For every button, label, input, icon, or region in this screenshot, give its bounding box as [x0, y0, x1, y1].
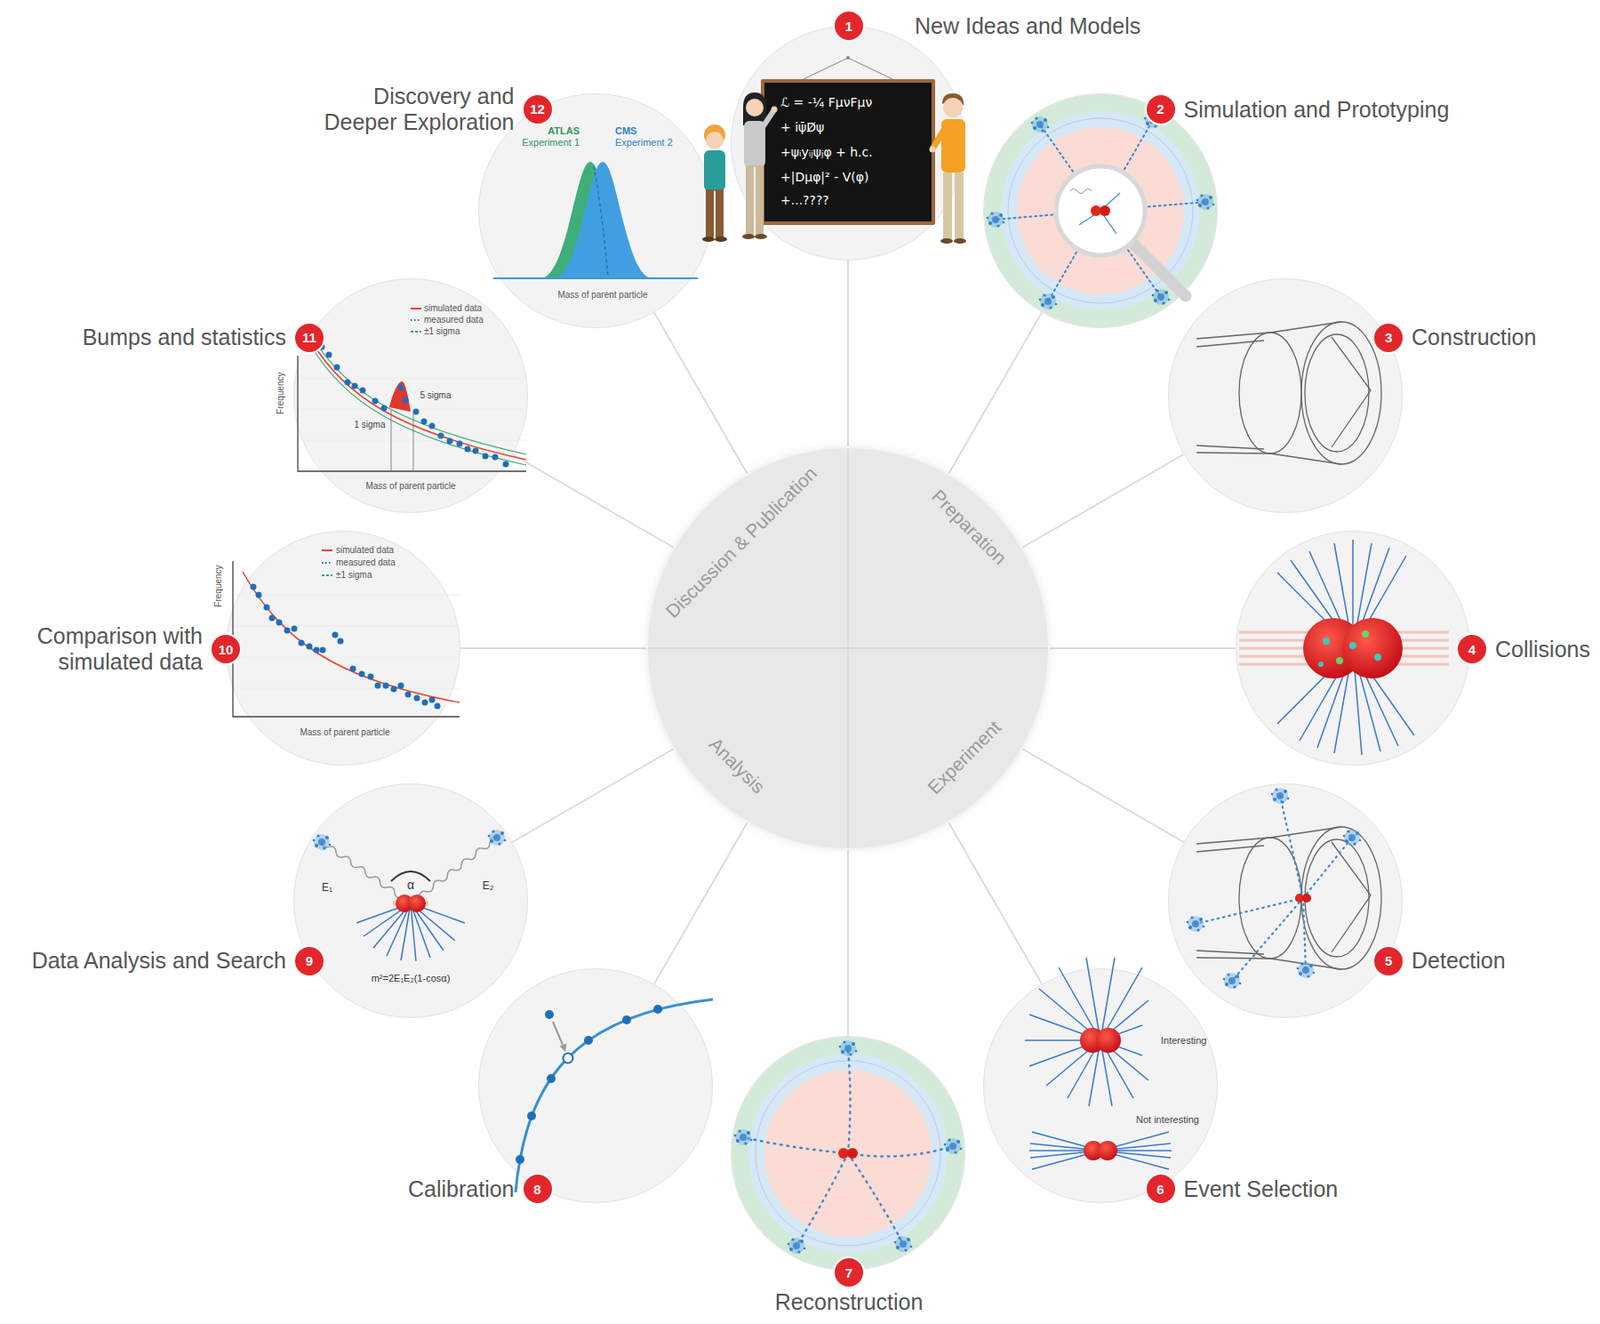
illustration-label: Experiment 2 [615, 136, 673, 149]
step-circle: 2Simulation and Prototyping [983, 93, 1218, 328]
step-circle: 6Event Selection [983, 968, 1218, 1203]
illustration-label: α [407, 877, 415, 892]
step-title: Collisions [1495, 636, 1591, 663]
phase-hub: Discussion & Publication PreparationAnaly… [646, 446, 1050, 850]
illustration-label: Mass of parent particle [365, 480, 456, 492]
callout-number: 3 [1372, 321, 1405, 354]
legend-text: ±1 sigma [336, 569, 373, 581]
step-title: Discovery and Deeper Exploration [319, 83, 515, 136]
illustration-label: E₁ [321, 881, 333, 895]
illustration-label: +...???? [780, 192, 830, 208]
illustration-label: Experiment 1 [521, 136, 580, 149]
person-child [705, 131, 724, 150]
step-title: Comparison with simulated data [7, 623, 203, 675]
spoke-line [1023, 749, 1184, 842]
callout-number: 7 [832, 1256, 865, 1288]
legend-text: ±1 sigma [424, 326, 461, 337]
step-circle: 8Calibration [478, 968, 713, 1203]
spoke-line [949, 823, 1042, 984]
step-title: Reconstruction [775, 1288, 924, 1315]
illustration-label: +ψᵢyᵢⱼψⱼφ + h.c. [780, 144, 873, 160]
person-child [704, 124, 726, 146]
callout-number: 9 [293, 944, 326, 977]
step-title: Bumps and statistics [82, 324, 287, 351]
person-man [953, 238, 967, 244]
illustration-label: Mass of parent particle [299, 727, 390, 738]
step-title: New Ideas and Models [914, 13, 1141, 40]
callout-number: 4 [1456, 632, 1488, 665]
illustration-label: Frequency [213, 564, 224, 607]
spoke-line [847, 849, 849, 1036]
person-man [940, 238, 953, 244]
spoke-line [460, 647, 647, 649]
step-title: Calibration [408, 1176, 515, 1202]
illustration-label: 1 sigma [353, 419, 385, 431]
illustration-label: 5 sigma [419, 390, 451, 401]
illustration-label: Interesting [1160, 1034, 1207, 1047]
callout-number: 1 [832, 9, 865, 42]
callout-number: 11 [293, 321, 326, 354]
step-circle: 3Construction [1168, 278, 1403, 513]
legend-text: simulated data [424, 303, 482, 314]
step-circle: 5Detection [1168, 783, 1403, 1018]
step-title: Simulation and Prototyping [1184, 96, 1450, 123]
step-title: Detection [1411, 947, 1506, 974]
legend-text: measured data [336, 557, 396, 568]
illustration-label: Frequency [275, 371, 287, 414]
step-circle: 7Reconstruction [730, 1035, 966, 1271]
spoke-line [512, 748, 673, 842]
spoke-line [1023, 454, 1184, 547]
illustration-label: +|Dμφ|² - V(φ) [780, 169, 869, 184]
illustration-label: CMS [615, 125, 637, 137]
illustration-label: + iψ̄D̸ψ [780, 120, 824, 135]
step-title: Data Analysis and Search [32, 947, 287, 974]
step-circle: 4Collisions [1235, 530, 1471, 766]
person-woman [754, 233, 768, 240]
reconstruction-illustration [731, 1036, 965, 1270]
illustration-label: E₂ [482, 880, 495, 893]
legend-text: simulated data [336, 544, 394, 556]
reconstruction-illustration [731, 1036, 965, 1270]
phase-label: Analysis [704, 733, 769, 798]
spoke-line [654, 823, 747, 984]
illustration-label: Not interesting [1136, 1113, 1200, 1126]
callout-number: 8 [521, 1172, 554, 1205]
legend-text: measured data [424, 314, 484, 326]
person-woman [742, 233, 755, 240]
person-child [714, 236, 728, 242]
spoke-line [847, 260, 849, 447]
step-title: Event Selection [1184, 1176, 1339, 1202]
person-child [715, 189, 724, 238]
phase-label: Preparation [927, 485, 1011, 569]
illustration-label: m²=2E₁E₂(1-cosα) [371, 972, 451, 984]
step-circle: 11Bumps and statistics [293, 278, 528, 513]
spoke-line [512, 454, 673, 548]
step-circle: 1New Ideas and Models [730, 25, 966, 261]
illustration-label: ATLAS [547, 125, 580, 137]
illustration-label: ℒ = -¼ FμνFμν [780, 95, 872, 110]
callout-number: 10 [209, 632, 242, 665]
callout-number: 5 [1372, 944, 1405, 977]
spoke-line [948, 312, 1042, 473]
callout-number: 12 [521, 93, 554, 126]
spoke-line [654, 312, 748, 473]
callout-number: 6 [1144, 1172, 1177, 1205]
step-title: Construction [1411, 324, 1536, 351]
phase-label: Experiment [923, 716, 1006, 799]
spoke-line [1049, 647, 1236, 649]
callout-number: 2 [1144, 93, 1177, 126]
phase-label: Discussion & Publication [661, 462, 822, 623]
illustration-label: Mass of parent particle [557, 289, 648, 301]
